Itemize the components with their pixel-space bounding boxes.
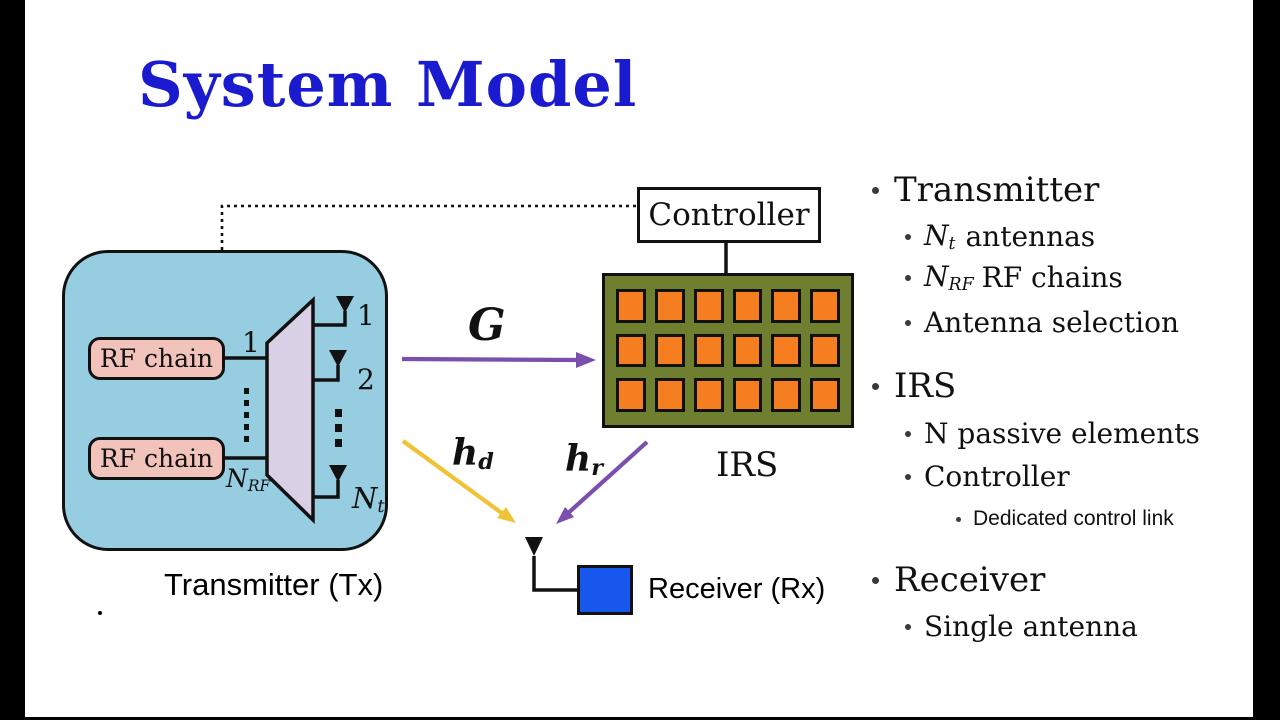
note-antenna-selection: Antenna selection xyxy=(905,306,1179,339)
irs-label: IRS xyxy=(716,445,779,485)
note-single-antenna: Single antenna xyxy=(905,610,1138,643)
mux-input-port-nrf-label: NRF xyxy=(226,464,271,495)
bottom-black-edge xyxy=(0,717,1280,720)
irs-element xyxy=(654,378,685,412)
bullet-icon xyxy=(905,233,911,240)
controller-box: Controller xyxy=(637,187,821,243)
bullet-icon xyxy=(956,516,961,522)
bullet-icon xyxy=(905,430,911,437)
note-nrf-chains: NRF RF chains xyxy=(905,260,1123,295)
receiver-box xyxy=(577,565,633,615)
rf-chain-box-top: RF chain xyxy=(88,337,225,380)
irs-element xyxy=(732,378,763,412)
receiver-caption: Receiver (Rx) xyxy=(648,573,826,605)
rf-chain-bottom-label: RF chain xyxy=(99,444,214,473)
note-dedicated-link: Dedicated control link xyxy=(956,507,1174,531)
note-receiver-title: Receiver xyxy=(872,560,1045,600)
antenna-nt-label: Nt xyxy=(352,481,385,517)
bullet-icon xyxy=(872,382,879,390)
bullet-icon xyxy=(905,274,911,281)
irs-element xyxy=(616,333,646,368)
irs-element xyxy=(732,333,763,368)
irs-element xyxy=(693,378,724,412)
transmitter-box xyxy=(62,250,388,551)
bullet-icon xyxy=(905,623,911,630)
slide-title: System Model xyxy=(138,48,638,121)
antenna-ellipsis-dots xyxy=(335,405,342,450)
bullet-icon xyxy=(872,576,879,584)
mux-input-port-1-label: 1 xyxy=(242,326,260,359)
irs-element xyxy=(616,289,646,323)
irs-element xyxy=(771,289,802,323)
bullet-icon xyxy=(905,319,911,326)
note-controller: Controller xyxy=(905,460,1070,493)
irs-element xyxy=(654,289,685,323)
hd-channel-label: hd xyxy=(452,432,494,475)
bullet-icon xyxy=(905,473,911,480)
irs-element xyxy=(810,378,840,412)
irs-element xyxy=(693,289,724,323)
irs-element xyxy=(771,378,802,412)
irs-grid xyxy=(616,289,840,412)
irs-panel xyxy=(602,273,854,428)
irs-element xyxy=(654,333,685,368)
hr-channel-label: hr xyxy=(565,438,603,481)
mux-input-ellipsis-dots xyxy=(244,385,249,445)
irs-element xyxy=(810,333,840,368)
irs-element xyxy=(693,333,724,368)
irs-element xyxy=(771,333,802,368)
right-black-bar xyxy=(1253,0,1280,720)
antenna-2-label: 2 xyxy=(357,363,375,396)
note-transmitter-title: Transmitter xyxy=(872,170,1099,210)
g-channel-label: G xyxy=(468,300,506,351)
bullet-icon xyxy=(872,186,879,194)
irs-element xyxy=(732,289,763,323)
rf-chain-box-bottom: RF chain xyxy=(88,437,225,480)
rf-chain-top-label: RF chain xyxy=(99,344,214,373)
stray-period-dot xyxy=(98,611,102,615)
note-passive-elements: N passive elements xyxy=(905,417,1200,450)
note-nt-antennas: Nt antennas xyxy=(905,219,1095,254)
controller-label: Controller xyxy=(648,197,810,233)
irs-element xyxy=(616,378,646,412)
transmitter-caption: Transmitter (Tx) xyxy=(164,567,384,602)
antenna-1-label: 1 xyxy=(357,299,375,332)
note-irs-title: IRS xyxy=(872,366,956,406)
left-black-bar xyxy=(0,0,25,720)
irs-element xyxy=(810,289,840,323)
